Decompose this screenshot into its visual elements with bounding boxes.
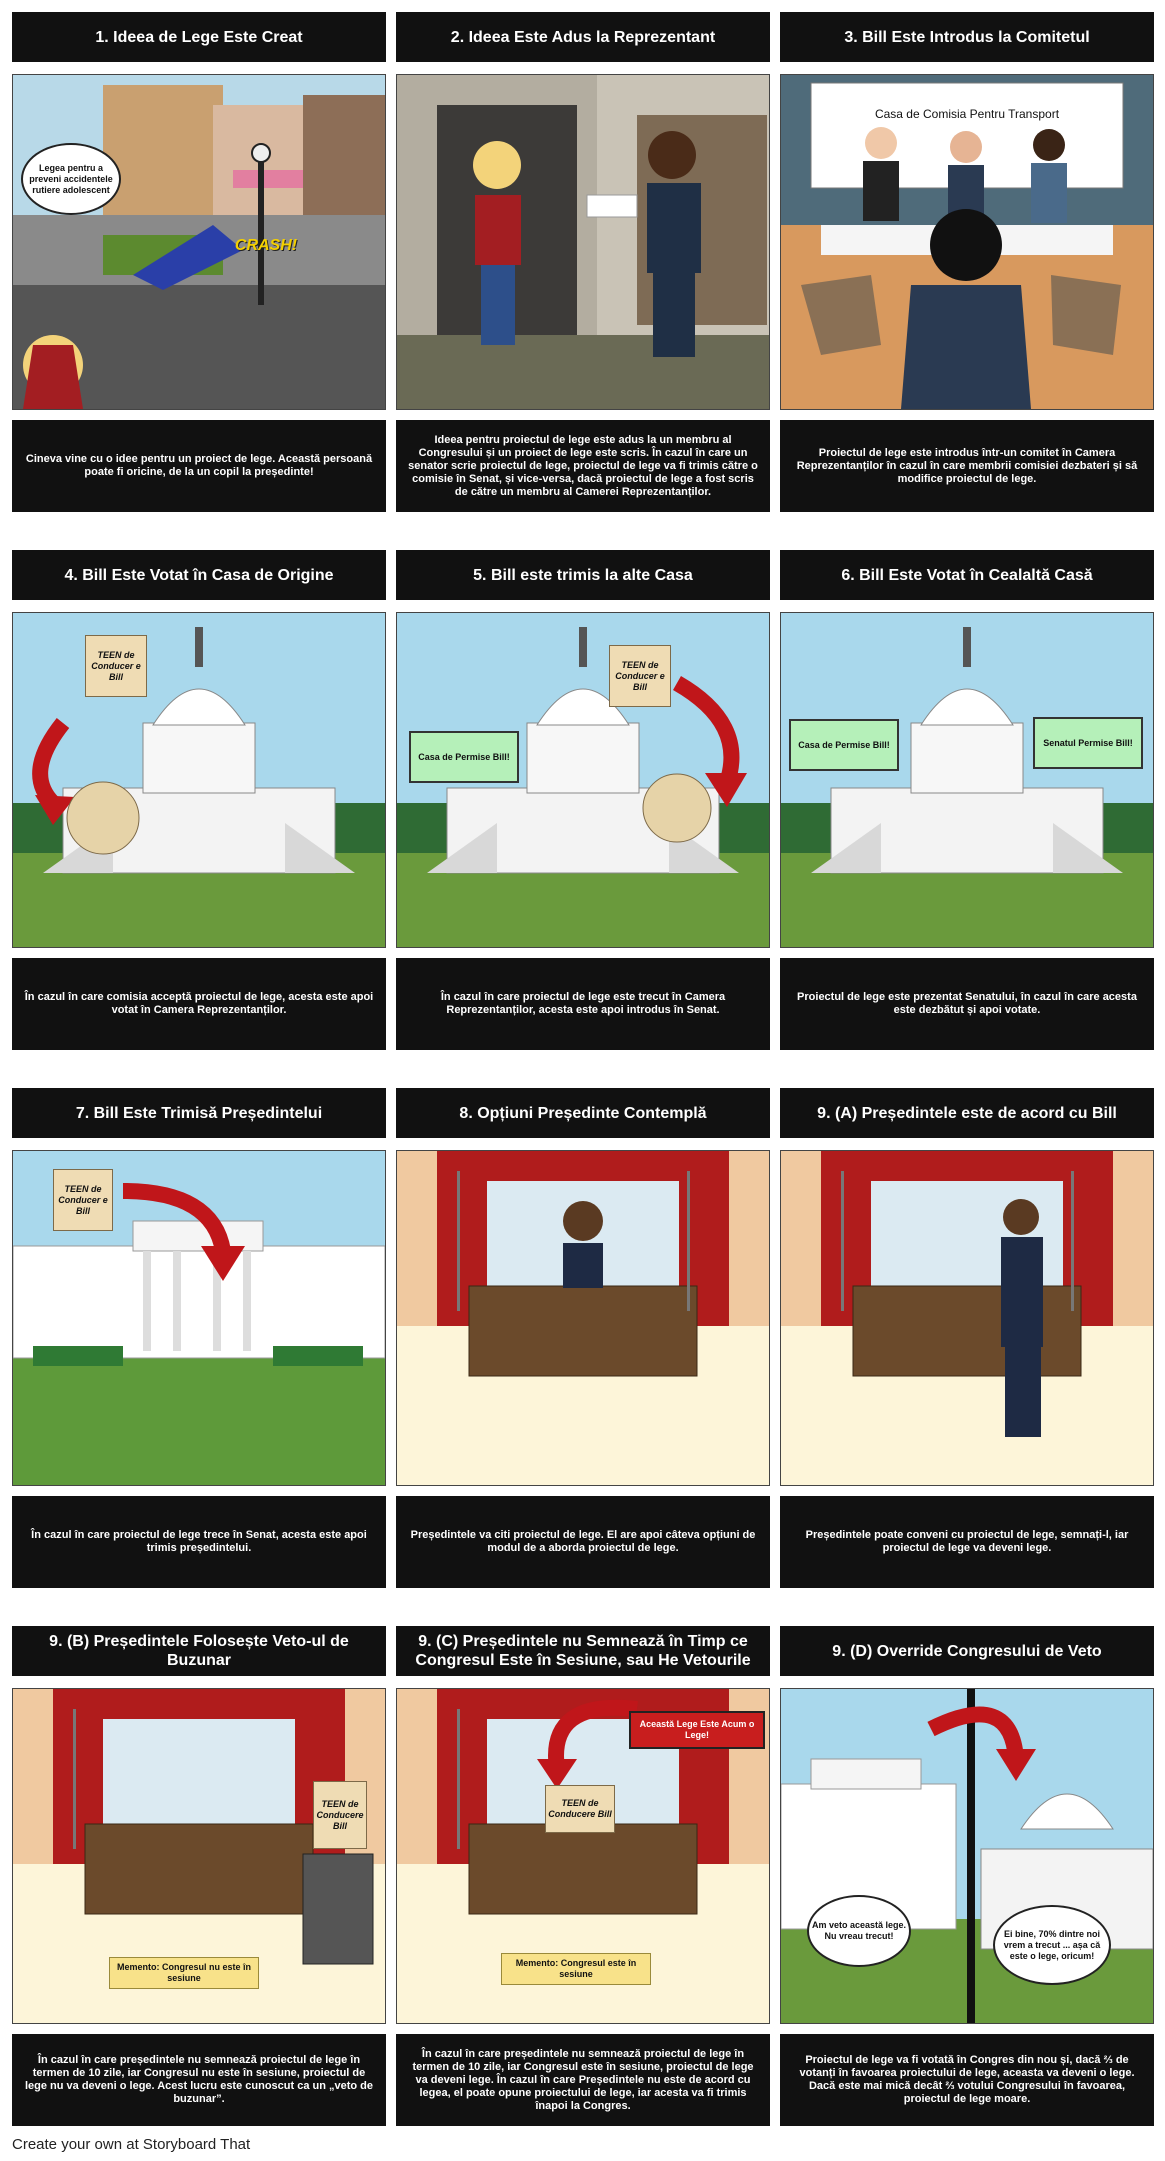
panel-scene-oval-office: TEEN de Conducere Bill Memento: Congresu… xyxy=(12,1688,386,2024)
house-passed-box: Casa de Permise Bill! xyxy=(789,719,899,771)
panel-description: În cazul în care proiectul de lege trece… xyxy=(12,1496,386,1588)
bill-scroll: TEEN de Conducer e Bill xyxy=(53,1169,113,1231)
panel-description: Proiectul de lege va fi votată în Congre… xyxy=(780,2034,1154,2126)
panel-scene-oval-office: TEEN de Conducere Bill Această Lege Este… xyxy=(396,1688,770,2024)
oval-office-illustration xyxy=(397,1689,769,2023)
panel-scene-office xyxy=(396,74,770,410)
panel-description: Președintele va citi proiectul de lege. … xyxy=(396,1496,770,1588)
street-illustration xyxy=(13,75,385,409)
panel-description: În cazul în care proiectul de lege este … xyxy=(396,958,770,1050)
oval-office-illustration xyxy=(781,1151,1153,1485)
oval-office-illustration xyxy=(397,1151,769,1485)
panel-scene-street: Legea pentru a preveni accidentele rutie… xyxy=(12,74,386,410)
panel-title: 2. Ideea Este Adus la Reprezentant xyxy=(396,12,770,62)
senate-passed-box: Senatul Permise Bill! xyxy=(1033,717,1143,769)
panel-title: 3. Bill Este Introdus la Comitetul xyxy=(780,12,1154,62)
bill-scroll: TEEN de Conducer e Bill xyxy=(85,635,147,697)
office-illustration xyxy=(397,75,769,409)
panel-scene-override: Am veto această lege. Nu vreau trecut! E… xyxy=(780,1688,1154,2024)
panel-scene-white-house: TEEN de Conducer e Bill xyxy=(12,1150,386,1486)
panel-title: 6. Bill Este Votat în Cealaltă Casă xyxy=(780,550,1154,600)
panel-title: 8. Opțiuni Președinte Contemplă xyxy=(396,1088,770,1138)
congress-speech-bubble: Ei bine, 70% dintre noi vrem a trecut ..… xyxy=(993,1905,1111,1985)
panel-scene-capitol: Casa de Permise Bill! Senatul Permise Bi… xyxy=(780,612,1154,948)
panel-title: 9. (A) Președintele este de acord cu Bil… xyxy=(780,1088,1154,1138)
panel-title: 4. Bill Este Votat în Casa de Origine xyxy=(12,550,386,600)
capitol-illustration xyxy=(397,613,769,947)
reminder-banner: Memento: Congresul nu este în sesiune xyxy=(109,1957,259,1989)
panel-description: Președintele poate conveni cu proiectul … xyxy=(780,1496,1154,1588)
bill-scroll: TEEN de Conducere Bill xyxy=(313,1781,367,1849)
panel-title: 9. (D) Override Congresului de Veto xyxy=(780,1626,1154,1676)
panel-scene-oval-office xyxy=(780,1150,1154,1486)
panel-description: Proiectul de lege este prezentat Senatul… xyxy=(780,958,1154,1050)
panel-description: În cazul în care președintele nu semneaz… xyxy=(396,2034,770,2126)
panel-title: 1. Ideea de Lege Este Creat xyxy=(12,12,386,62)
bill-scroll: TEEN de Conducere Bill xyxy=(545,1785,615,1833)
oval-office-illustration xyxy=(13,1689,385,2023)
committee-board-label: Casa de Comisia Pentru Transport xyxy=(874,106,1060,121)
panel-description: Proiectul de lege este introdus într-un … xyxy=(780,420,1154,512)
panel-description: Cineva vine cu o idee pentru un proiect … xyxy=(12,420,386,512)
panel-title: 5. Bill este trimis la alte Casa xyxy=(396,550,770,600)
president-speech-bubble: Am veto această lege. Nu vreau trecut! xyxy=(807,1895,911,1967)
panel-description: În cazul în care președintele nu semneaz… xyxy=(12,2034,386,2126)
reminder-banner: Memento: Congresul este în sesiune xyxy=(501,1953,651,1985)
bill-scroll: TEEN de Conducer e Bill xyxy=(609,645,671,707)
committee-illustration xyxy=(781,75,1153,409)
footer-credit[interactable]: Create your own at Storyboard That xyxy=(12,2136,251,2153)
panel-title: 9. (B) Președintele Folosește Veto-ul de… xyxy=(12,1626,386,1676)
capitol-illustration xyxy=(13,613,385,947)
panel-description: În cazul în care comisia acceptă proiect… xyxy=(12,958,386,1050)
panel-title: 7. Bill Este Trimisă Președintelui xyxy=(12,1088,386,1138)
panel-title: 9. (C) Președintele nu Semnează în Timp … xyxy=(396,1626,770,1676)
panel-scene-committee: Casa de Comisia Pentru Transport xyxy=(780,74,1154,410)
crash-text: CRASH! xyxy=(234,236,298,254)
panel-scene-oval-office xyxy=(396,1150,770,1486)
panel-description: Ideea pentru proiectul de lege este adus… xyxy=(396,420,770,512)
house-passed-box: Casa de Permise Bill! xyxy=(409,731,519,783)
override-illustration xyxy=(781,1689,1153,2023)
thought-bubble: Legea pentru a preveni accidentele rutie… xyxy=(21,143,121,215)
capitol-illustration xyxy=(781,613,1153,947)
panel-scene-capitol: TEEN de Conducer e Bill xyxy=(12,612,386,948)
panel-scene-capitol: TEEN de Conducer e Bill Casa de Permise … xyxy=(396,612,770,948)
law-now-box: Această Lege Este Acum o Lege! xyxy=(629,1711,765,1749)
